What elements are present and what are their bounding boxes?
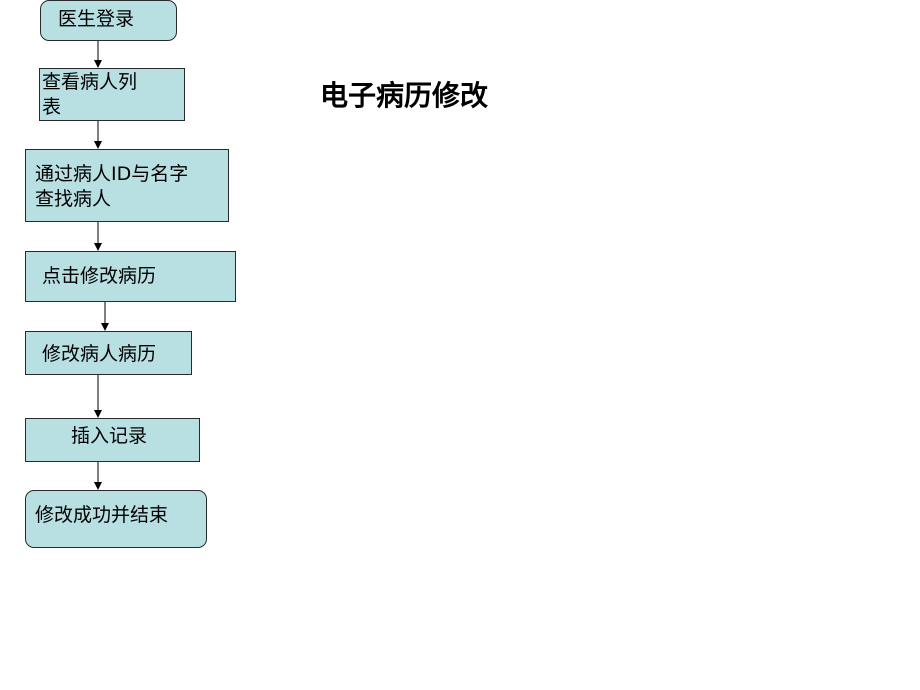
- flow-node-doctor-login: 医生登录: [40, 0, 177, 41]
- flow-node-label: 查看病人列 表: [42, 71, 138, 118]
- flow-node-click-edit-record: 点击修改病历: [25, 251, 236, 302]
- flow-node-label: 通过病人ID与名字 查找病人: [35, 163, 189, 210]
- flow-node-label: 插入记录: [71, 425, 148, 447]
- flow-node-view-patient-list: 查看病人列 表: [39, 68, 185, 121]
- flow-node-label: 修改成功并结束: [35, 504, 169, 526]
- flow-node-edit-patient-record: 修改病人病历: [25, 331, 192, 375]
- flow-node-success-end: 修改成功并结束: [25, 490, 207, 548]
- diagram-title: 电子病历修改: [320, 79, 489, 112]
- flow-node-label: 医生登录: [58, 8, 135, 30]
- flow-node-label: 修改病人病历: [42, 343, 157, 365]
- flow-node-insert-record: 插入记录: [25, 418, 200, 462]
- flow-node-label: 点击修改病历: [42, 265, 157, 287]
- flow-node-find-patient: 通过病人ID与名字 查找病人: [25, 149, 229, 222]
